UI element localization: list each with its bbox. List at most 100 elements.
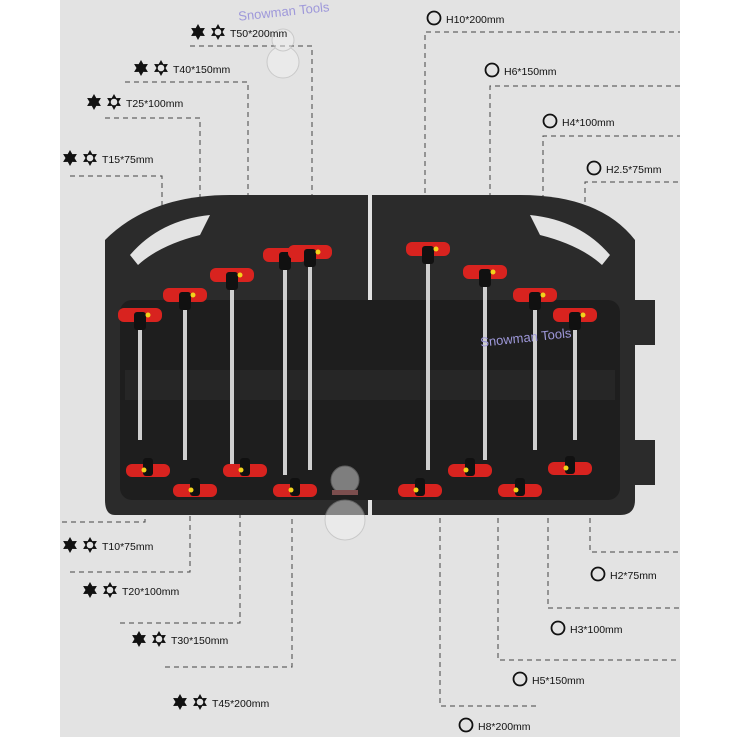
hex-circle-icon [512, 671, 528, 690]
tool-shaft [230, 278, 234, 470]
hex-size-label: H6*150mm [484, 62, 557, 81]
tool-dot [238, 467, 244, 473]
size-text: T20*100mm [122, 585, 180, 598]
size-text: H2.5*75mm [606, 163, 662, 176]
tool-dot [141, 467, 147, 473]
tool-grip [422, 246, 434, 264]
tool-dot [490, 269, 496, 275]
size-text: T15*75mm [102, 153, 154, 166]
torx-size-label: T15*75mm [62, 150, 153, 169]
torx-hollow-icon [153, 60, 169, 79]
torx-solid-icon [190, 24, 206, 43]
tool-grip [290, 478, 300, 496]
torx-hollow-icon [210, 24, 226, 43]
size-text: T45*200mm [212, 697, 270, 710]
torx-hollow-icon [82, 150, 98, 169]
hex-circle-icon [550, 620, 566, 639]
case [105, 195, 655, 515]
torx-hollow-icon [192, 694, 208, 713]
torx-solid-icon [133, 60, 149, 79]
torx-solid-icon [86, 94, 102, 113]
hex-size-label: H3*100mm [550, 620, 623, 639]
tool-grip [240, 458, 250, 476]
size-text: T10*75mm [102, 540, 154, 553]
tool-shaft [426, 252, 430, 470]
tool-grip [143, 458, 153, 476]
tool-grip [465, 458, 475, 476]
torx-size-label: T10*75mm [62, 537, 153, 556]
hex-size-label: H4*100mm [542, 113, 615, 132]
size-text: H2*75mm [610, 569, 657, 582]
size-text: H8*200mm [478, 720, 531, 733]
hex-size-label: H10*200mm [426, 10, 504, 29]
torx-hollow-icon [151, 631, 167, 650]
size-text: T40*150mm [173, 63, 231, 76]
torx-solid-icon [82, 582, 98, 601]
tool-grip [304, 249, 316, 267]
tool-dot [580, 312, 586, 318]
tool-grip [179, 292, 191, 310]
size-text: H3*100mm [570, 623, 623, 636]
tool-dot [563, 465, 569, 471]
tool-dot [513, 487, 519, 493]
hex-size-label: H2.5*75mm [586, 160, 661, 179]
hex-circle-icon [590, 566, 606, 585]
tool-grip [415, 478, 425, 496]
tool-dot [463, 467, 469, 473]
tool-grip [226, 272, 238, 290]
tool-dot [237, 272, 243, 278]
tool-shaft [183, 298, 187, 460]
torx-size-label: T40*150mm [133, 60, 230, 79]
hex-size-label: H5*150mm [512, 671, 585, 690]
torx-size-label: T50*200mm [190, 24, 287, 43]
tool-dot [433, 246, 439, 252]
tool-grip [190, 478, 200, 496]
hex-circle-icon [458, 717, 474, 736]
torx-hollow-icon [82, 537, 98, 556]
tools [118, 242, 597, 497]
torx-size-label: T20*100mm [82, 582, 179, 601]
size-text: T25*100mm [126, 97, 184, 110]
leader-lines [62, 31, 680, 707]
torx-solid-icon [172, 694, 188, 713]
tool-dot [188, 487, 194, 493]
hex-circle-icon [542, 113, 558, 132]
tool-grip [529, 292, 541, 310]
torx-size-label: T25*100mm [86, 94, 183, 113]
tool-shaft [483, 275, 487, 460]
tool-shaft [283, 258, 287, 475]
hex-size-label: H8*200mm [458, 717, 531, 736]
tool-shaft [573, 318, 577, 440]
tool-grip [515, 478, 525, 496]
tool-dot [315, 249, 321, 255]
torx-solid-icon [62, 150, 78, 169]
snowman-watermark [266, 28, 366, 541]
torx-size-label: T30*150mm [131, 631, 228, 650]
size-text: T30*150mm [171, 634, 229, 647]
torx-solid-icon [131, 631, 147, 650]
tool-grip [279, 252, 291, 270]
tool-grip [565, 456, 575, 474]
tool-grip [569, 312, 581, 330]
hex-size-label: H2*75mm [590, 566, 657, 585]
size-text: H4*100mm [562, 116, 615, 129]
tool-grip [479, 269, 491, 287]
torx-size-label: T45*200mm [172, 694, 269, 713]
tool-shaft [138, 318, 142, 440]
tool-dot [540, 292, 546, 298]
tool-dot [288, 487, 294, 493]
tool-dot [145, 312, 151, 318]
size-text: T50*200mm [230, 27, 288, 40]
tool-shaft [308, 255, 312, 470]
size-text: H6*150mm [504, 65, 557, 78]
hex-circle-icon [426, 10, 442, 29]
size-text: H10*200mm [446, 13, 505, 26]
hex-circle-icon [484, 62, 500, 81]
tool-grip [134, 312, 146, 330]
torx-solid-icon [62, 537, 78, 556]
hex-circle-icon [586, 160, 602, 179]
tool-shaft [533, 298, 537, 450]
torx-hollow-icon [102, 582, 118, 601]
size-text: H5*150mm [532, 674, 585, 687]
